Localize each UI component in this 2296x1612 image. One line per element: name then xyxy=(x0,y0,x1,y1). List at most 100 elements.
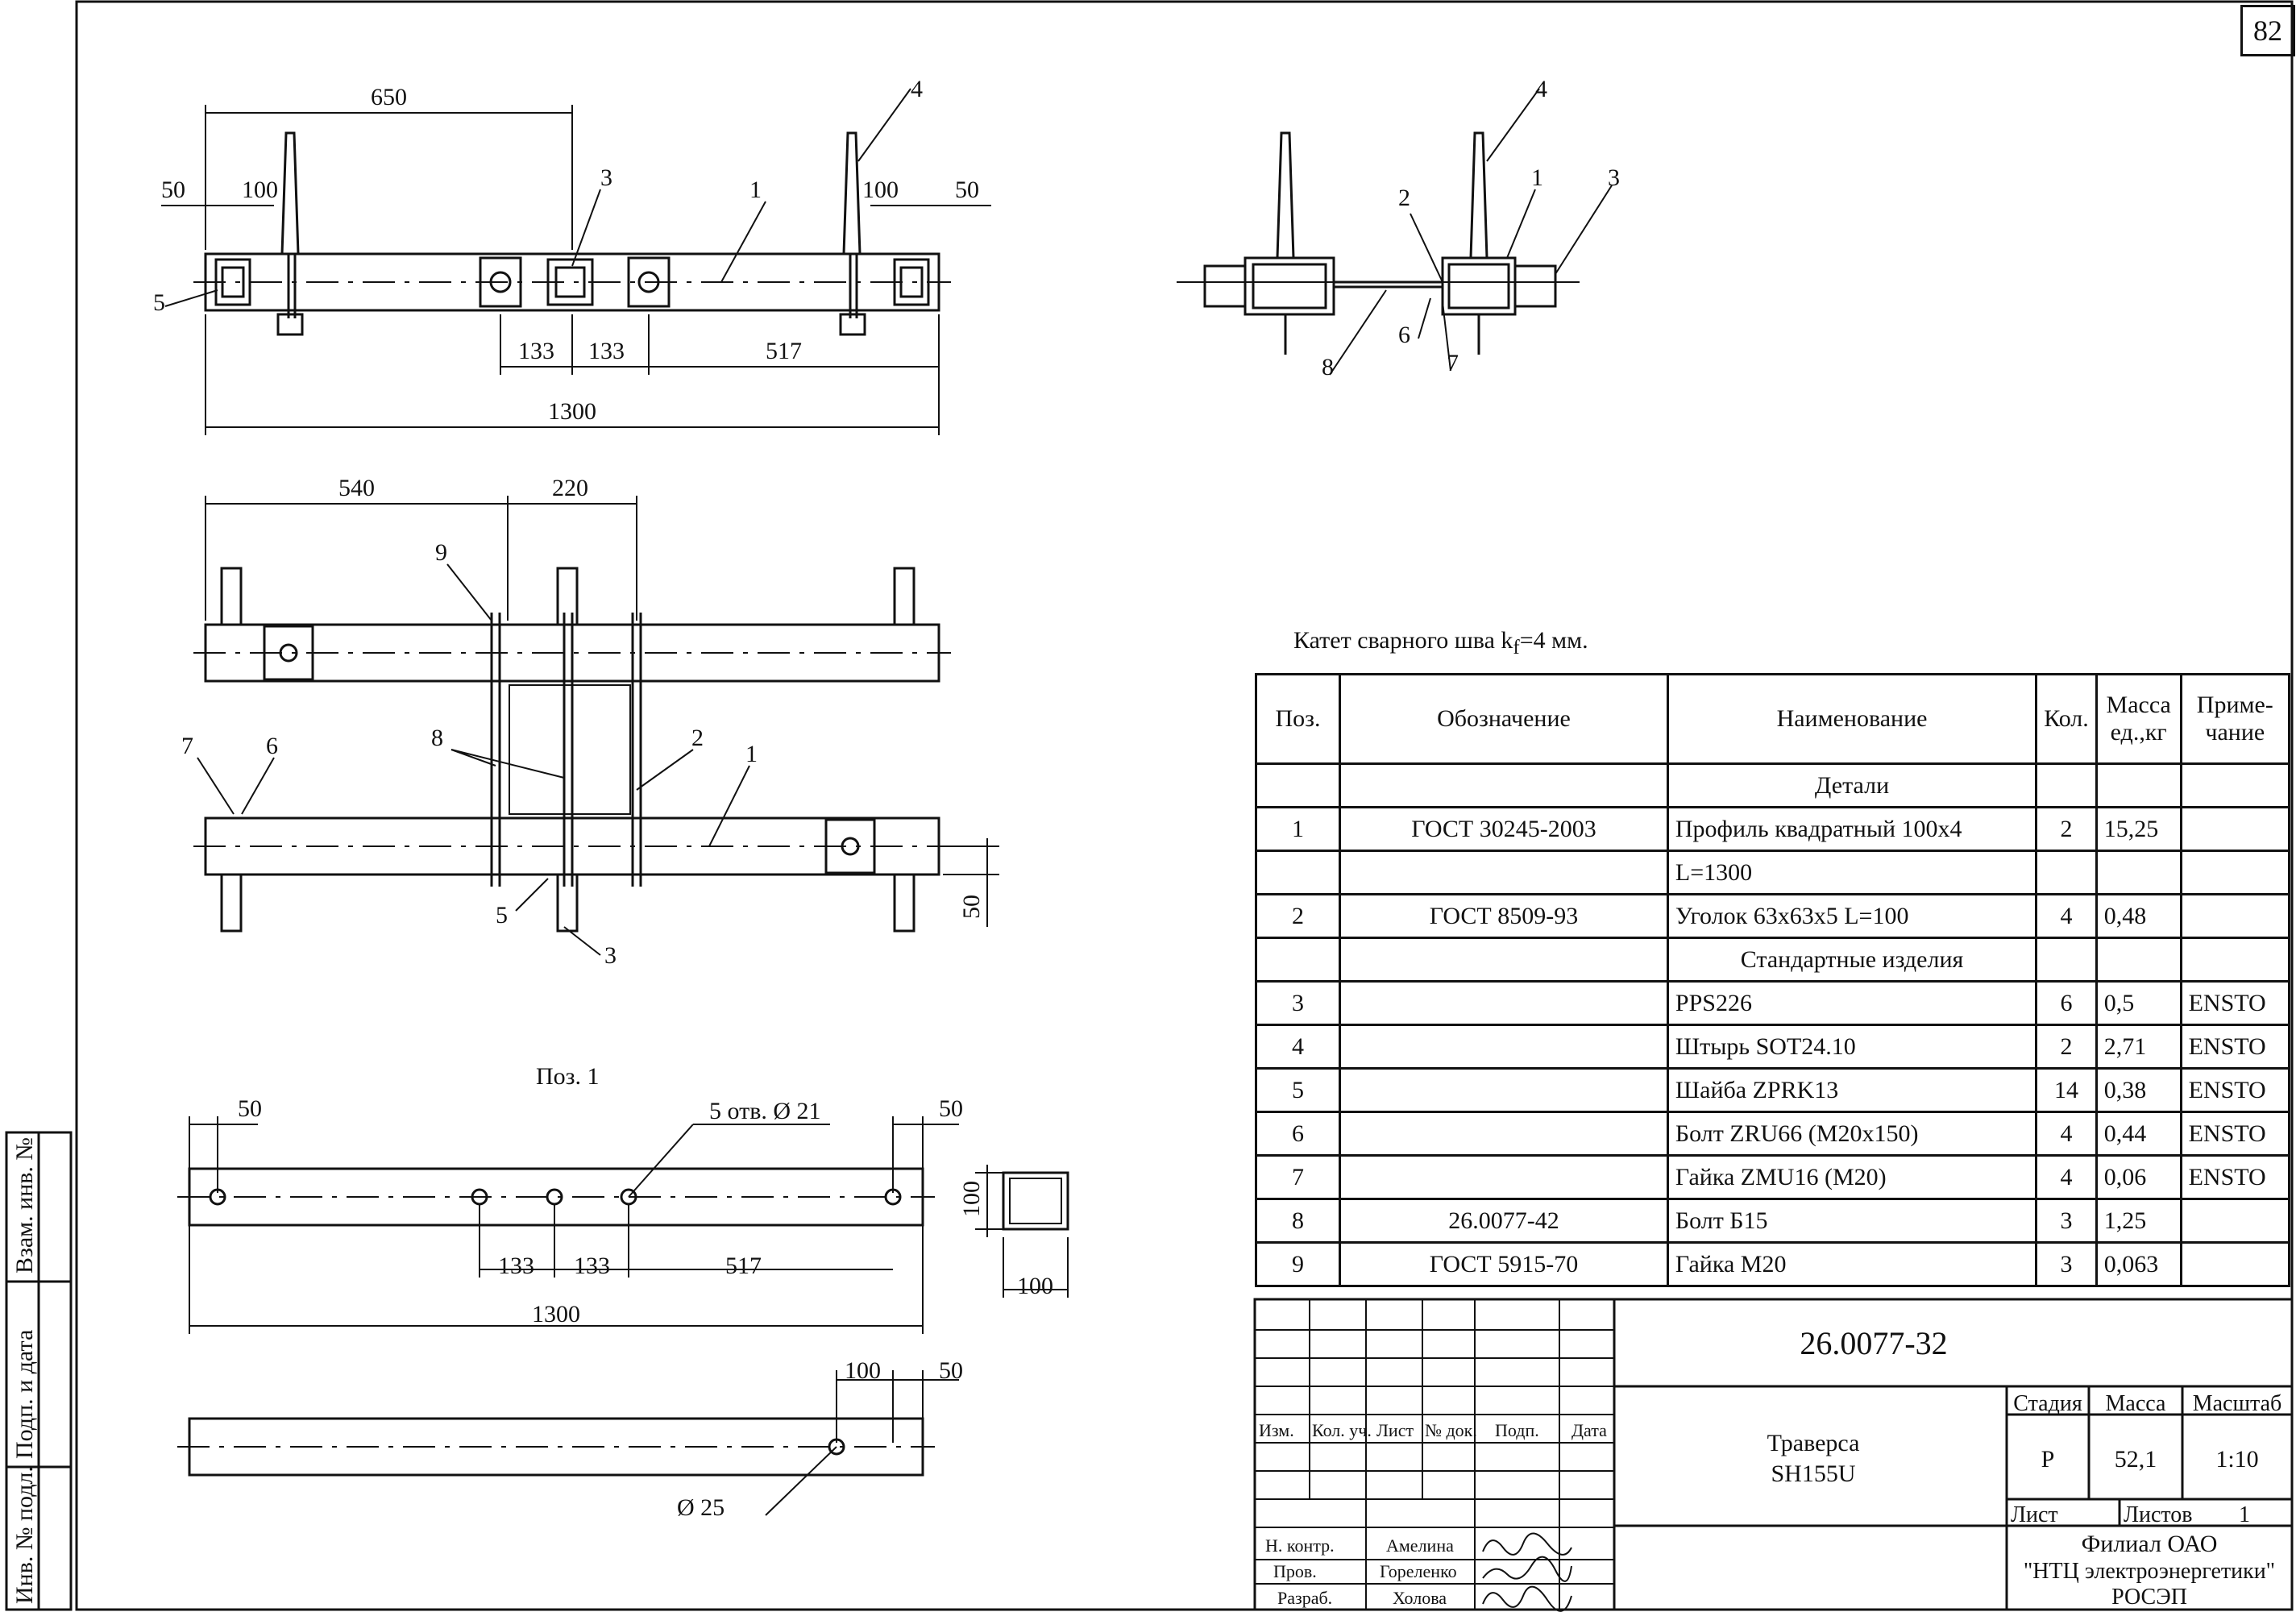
callout-3: 3 xyxy=(600,164,612,191)
assembly-dims: 540 220 50 9 7 6 8 2 1 5 3 xyxy=(181,475,985,969)
cell-name: Шайба ZPRK13 xyxy=(1666,1067,2038,1113)
strip-label-2: Подп. и дата xyxy=(11,1329,38,1459)
cell-pos: 8 xyxy=(1254,1198,1342,1244)
org-line2: "НТЦ электроэнергетики" xyxy=(2024,1559,2275,1584)
side-callout-4: 4 xyxy=(1535,76,1547,102)
stage-label: Стадия xyxy=(2013,1391,2082,1416)
hdr-mass: Масса ед.,кг xyxy=(2095,673,2182,765)
side-view xyxy=(1177,88,1613,376)
cell-qty: 14 xyxy=(2035,1067,2098,1113)
dim-100-right: 100 xyxy=(862,177,899,203)
cell-qty: 2 xyxy=(2035,806,2098,852)
cell-pos: 4 xyxy=(1254,1024,1342,1070)
dim-1300: 1300 xyxy=(548,398,596,425)
hdr-note: Приме- чание xyxy=(2179,673,2291,765)
strip-label-1: Взам. инв. № xyxy=(11,1136,38,1273)
cell-qty: 3 xyxy=(2035,1241,2098,1287)
cell-designation xyxy=(1339,850,1669,895)
hdr-name: Наименование xyxy=(1666,673,2038,765)
p1-dim-517: 517 xyxy=(725,1253,762,1279)
cell-name: PPS226 xyxy=(1666,980,2038,1026)
title-block xyxy=(1253,1298,2294,1611)
top-view xyxy=(161,88,991,435)
cell-name: Профиль квадратный 100х4 xyxy=(1666,806,2038,852)
hdr-pos: Поз. xyxy=(1254,673,1342,765)
p1-dim-50-left: 50 xyxy=(238,1095,262,1122)
asm-callout-1: 1 xyxy=(745,741,758,767)
asm-dim-220: 220 xyxy=(552,475,588,501)
cell-note: ENSTO xyxy=(2179,1067,2291,1113)
part1-views xyxy=(177,1116,1069,1516)
cell-pos: 7 xyxy=(1254,1154,1342,1200)
signature-3 xyxy=(1482,1585,1572,1612)
cell-qty: 6 xyxy=(2035,980,2098,1026)
cell-pos: 2 xyxy=(1254,893,1342,939)
tb-col-list: Лист xyxy=(1376,1420,1414,1440)
p1-dim-50-right: 50 xyxy=(939,1095,963,1122)
scale-label: Масштаб xyxy=(2193,1391,2282,1416)
cell-mass: 0,48 xyxy=(2095,893,2182,939)
callout-1: 1 xyxy=(749,177,762,203)
title-block-main: 26.0077-32 Траверса SH155U Стадия Масса … xyxy=(1767,1325,2282,1610)
asm-callout-3: 3 xyxy=(604,942,617,969)
scale-value: 1:10 xyxy=(2215,1446,2258,1473)
cell-note xyxy=(2179,1241,2291,1287)
cell-name: Штырь SOT24.10 xyxy=(1666,1024,2038,1070)
hole-note-25: Ø 25 xyxy=(677,1494,725,1521)
cell-name: Уголок 63х63х5 L=100 xyxy=(1666,893,2038,939)
signature-1 xyxy=(1482,1532,1572,1556)
tb-col-izm: Изм. xyxy=(1259,1420,1294,1440)
side-callout-7: 7 xyxy=(1447,350,1459,376)
dim-50-left: 50 xyxy=(161,177,185,203)
tb-name-2: Гореленко xyxy=(1380,1561,1457,1581)
weld-note: Катет сварного шва kf=4 мм. xyxy=(1293,627,1588,659)
strip-label-3: Инв. № подл. xyxy=(11,1466,38,1604)
asm-callout-7: 7 xyxy=(181,733,193,759)
title-line1: Траверса xyxy=(1767,1430,1860,1456)
part-title: Поз. 1 xyxy=(536,1063,600,1090)
cell-note: ENSTO xyxy=(2179,1024,2291,1070)
callout-4: 4 xyxy=(911,76,923,102)
p1-dim-50-bottom: 50 xyxy=(939,1357,963,1384)
cell-qty: 4 xyxy=(2035,1111,2098,1157)
dim-50-right: 50 xyxy=(955,177,979,203)
asm-callout-6: 6 xyxy=(266,733,278,759)
sheet-number: 82 xyxy=(2240,5,2295,56)
doc-code: 26.0077-32 xyxy=(1800,1325,1947,1361)
cell-pos xyxy=(1254,850,1342,895)
side-callout-6: 6 xyxy=(1398,322,1410,348)
cell-note xyxy=(2179,1198,2291,1244)
cell-designation xyxy=(1339,980,1669,1026)
cell-mass: 15,25 xyxy=(2095,806,2182,852)
dim-517: 517 xyxy=(766,338,802,364)
part1-dims: Поз. 1 50 50 133 133 517 1300 100 100 10… xyxy=(238,1063,1053,1521)
cell-mass: 0,063 xyxy=(2095,1241,2182,1287)
sheet-label: Лист xyxy=(2011,1502,2058,1527)
p1-dim-100-vert: 100 xyxy=(958,1181,985,1217)
side-callout-8: 8 xyxy=(1322,354,1334,380)
tb-name-3: Холова xyxy=(1393,1588,1447,1608)
title-block-text: Изм. Кол. уч. Лист № док. Подп. Дата Н. … xyxy=(1259,1420,1607,1608)
cell-note: ENSTO xyxy=(2179,1154,2291,1200)
cell-note xyxy=(2179,893,2291,939)
top-view-dims: 650 50 100 100 50 133 133 517 1300 4 3 1… xyxy=(153,76,979,425)
side-callout-3: 3 xyxy=(1608,164,1620,191)
sheets-label: Листов xyxy=(2124,1502,2193,1527)
tb-role-3: Разраб. xyxy=(1277,1588,1332,1608)
cell-mass: 0,38 xyxy=(2095,1067,2182,1113)
title-line2: SH155U xyxy=(1771,1460,1855,1487)
cell-pos: 1 xyxy=(1254,806,1342,852)
asm-callout-2: 2 xyxy=(691,725,704,751)
side-view-callouts: 4 1 3 2 6 7 8 xyxy=(1322,76,1620,380)
dim-133-a: 133 xyxy=(518,338,554,364)
p1-dim-133-a: 133 xyxy=(498,1253,534,1279)
p1-dim-1300: 1300 xyxy=(532,1301,580,1327)
section-details: Детали xyxy=(1666,762,2038,808)
